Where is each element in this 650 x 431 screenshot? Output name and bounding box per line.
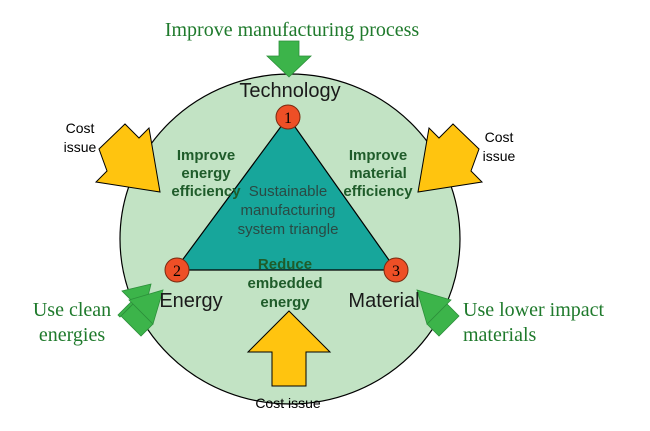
- cost-right-line-1: Cost: [485, 129, 514, 145]
- node-energy: [164, 257, 190, 283]
- side-right-line-2: materials: [463, 324, 537, 346]
- side-left-line-1: Use clean: [33, 299, 111, 321]
- left-green-arrow-head: [128, 289, 164, 325]
- edge-left-line-2: energy: [181, 165, 231, 182]
- sustainability-triangle: [173, 115, 398, 271]
- node-technology: [275, 104, 301, 130]
- center-label-line-1: Sustainable: [249, 183, 327, 200]
- edge-left-line-3: efficiency: [171, 183, 241, 200]
- edge-left-line-1: Improve: [177, 147, 235, 164]
- vertex-label-material: Material: [348, 290, 419, 312]
- center-label-line-2: manufacturing: [240, 202, 335, 219]
- top-label: Improve manufacturing process: [165, 19, 420, 41]
- bottom-cost-arrow: [246, 310, 332, 387]
- edge-bottom-line-2: embedded: [247, 275, 322, 292]
- right-cost-arrow: [417, 123, 484, 193]
- cost-right-line-2: issue: [483, 148, 516, 164]
- cost-bottom-label: Cost issue: [255, 395, 321, 411]
- vertex-label-energy: Energy: [159, 290, 222, 312]
- center-label-line-3: system triangle: [238, 221, 339, 238]
- side-left-line-2: energies: [39, 324, 105, 346]
- cost-left-line-1: Cost: [66, 120, 95, 136]
- cost-left-line-2: issue: [64, 139, 97, 155]
- edge-right-line-3: efficiency: [343, 183, 413, 200]
- node-technology-number: 1: [284, 110, 292, 127]
- right-green-arrow-head: [416, 289, 452, 325]
- side-right-line-1: Use lower impact: [463, 299, 605, 321]
- vertex-label-technology: Technology: [239, 80, 340, 102]
- edge-right-line-1: Improve: [349, 147, 407, 164]
- edge-right-line-2: material: [349, 165, 407, 182]
- edge-bottom-line-1: Reduce: [258, 256, 312, 273]
- left-cost-arrow: [94, 123, 161, 193]
- node-energy-number: 2: [173, 263, 181, 280]
- edge-bottom-line-3: energy: [260, 294, 310, 311]
- top-green-arrow: [266, 40, 312, 78]
- node-material: [383, 257, 409, 283]
- node-material-number: 3: [392, 263, 400, 280]
